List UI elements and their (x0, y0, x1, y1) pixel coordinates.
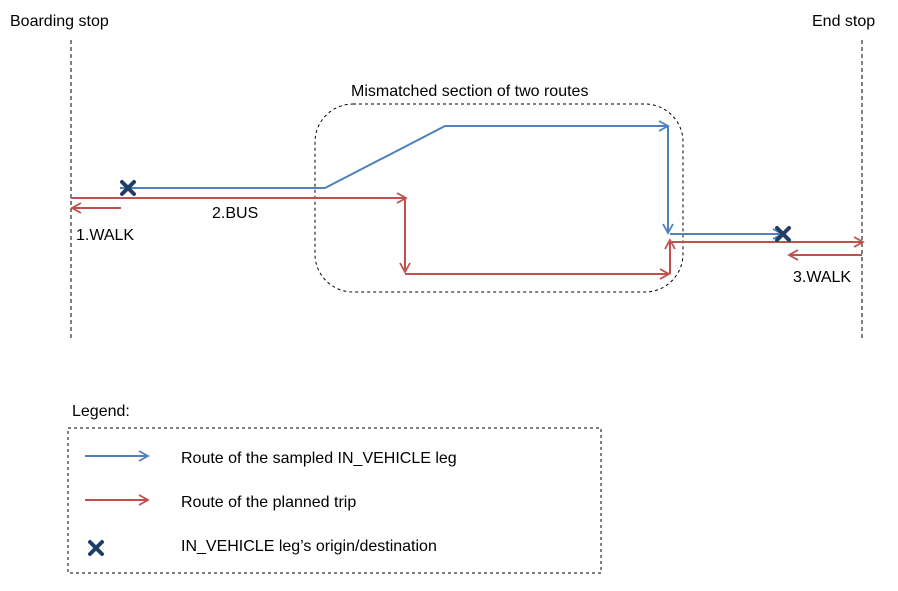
destination-x-marker-icon (775, 226, 791, 242)
end-stop-label: End stop (812, 13, 875, 30)
bus-label: 2.BUS (212, 205, 258, 222)
boarding-stop-label: Boarding stop (10, 13, 109, 30)
origin-x-marker-icon (120, 180, 136, 196)
legend-item-sampled-route: Route of the sampled IN_VEHICLE leg (181, 450, 457, 467)
sampled-route-upper (120, 120, 670, 189)
legend-item-origin-destination: IN_VEHICLE leg’s origin/destination (181, 538, 437, 555)
legend-box (67, 427, 602, 574)
mismatch-section-label: Mismatched section of two routes (351, 83, 588, 100)
walk-3-label: 3.WALK (793, 269, 851, 286)
legend-title: Legend: (72, 403, 130, 420)
legend-x-marker-icon (88, 540, 104, 556)
walk-1-label: 1.WALK (76, 227, 134, 244)
legend-item-planned-trip: Route of the planned trip (181, 494, 356, 511)
